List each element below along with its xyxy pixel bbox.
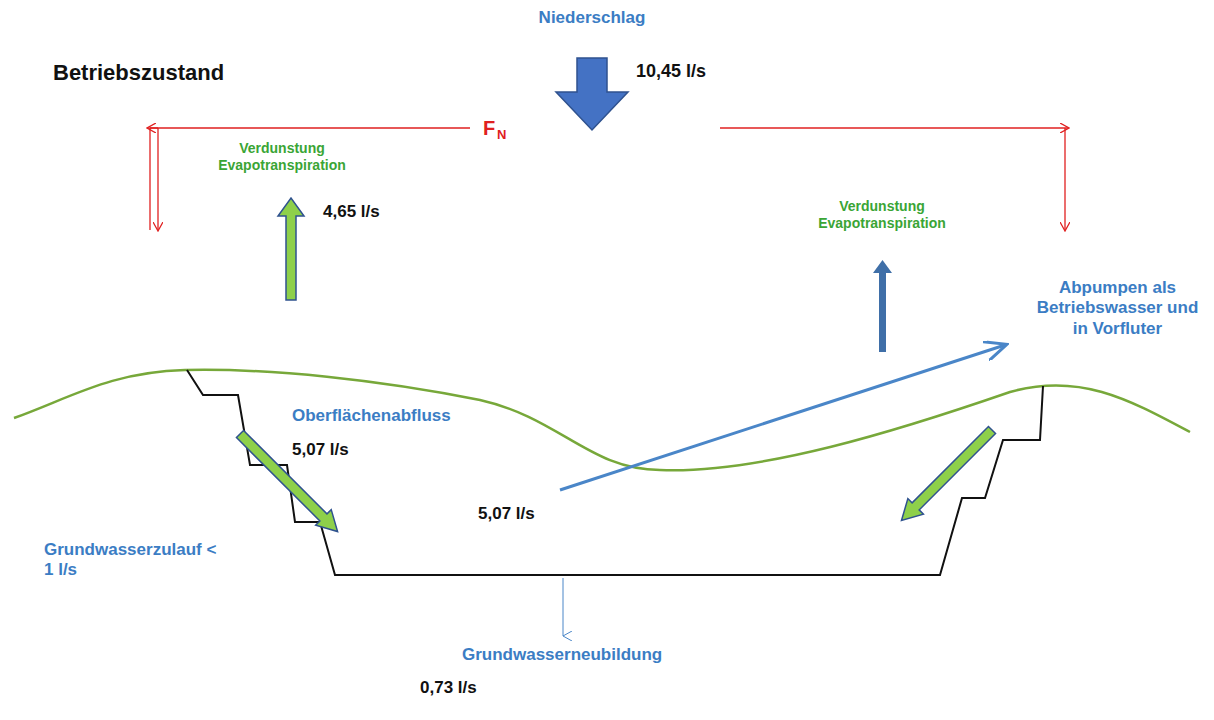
diagram-title: Betriebszustand bbox=[53, 60, 224, 86]
flow-name: Niederschlag bbox=[532, 8, 652, 28]
flow-name: Oberflächenabfluss bbox=[292, 406, 451, 426]
area-line bbox=[150, 128, 470, 230]
flow-value: 4,65 l/s bbox=[323, 202, 380, 222]
terrain-line bbox=[14, 370, 1190, 470]
evaporation-arrow bbox=[873, 260, 892, 352]
area-subscript: N bbox=[497, 127, 506, 143]
flow-name: Grundwasserneubildung bbox=[462, 645, 662, 665]
runoff-arrow bbox=[894, 422, 1000, 528]
flow-value: 5,07 l/s bbox=[478, 504, 535, 524]
flow-name: Grundwasserzulauf < 1 l/s bbox=[44, 540, 219, 581]
area-arrow bbox=[157, 128, 158, 230]
area-arrow bbox=[1064, 128, 1065, 230]
flow-value: 5,07 l/s bbox=[292, 440, 349, 460]
flow-value: 0,73 l/s bbox=[420, 678, 477, 698]
flow-value: 10,45 l/s bbox=[636, 61, 706, 83]
precipitation-arrow bbox=[556, 58, 628, 130]
evaporation-arrow bbox=[278, 198, 304, 300]
area-arrow bbox=[148, 127, 158, 128]
area-symbol: F bbox=[483, 116, 495, 140]
flow-name: Verdunstung Evapotranspiration bbox=[214, 140, 350, 174]
area-arrow bbox=[720, 127, 1068, 128]
flow-name: Verdunstung Evapotranspiration bbox=[814, 198, 950, 232]
flow-name: Abpumpen als Betriebswasser und in Vorfl… bbox=[1030, 278, 1205, 339]
pumping-arrow bbox=[560, 345, 1005, 490]
recharge-arrow bbox=[563, 578, 564, 636]
